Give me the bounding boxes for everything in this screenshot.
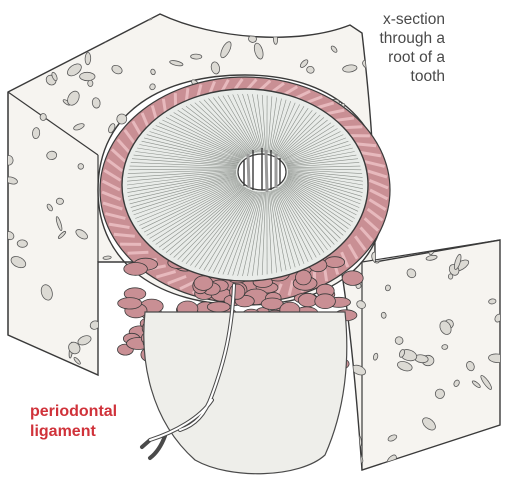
ligament-fiber (128, 252, 149, 253)
bone-pore (121, 321, 129, 327)
bone-pore (470, 82, 478, 87)
bone-pore (494, 216, 503, 233)
bone-pore (499, 19, 505, 24)
bone-pore (54, 17, 65, 28)
bone-pore (39, 33, 59, 50)
bone-pore (427, 229, 444, 240)
bone-pore (20, 22, 34, 41)
bone-pore (442, 344, 448, 349)
bone-pore (118, 395, 125, 400)
bone-pore (489, 204, 508, 219)
bone-pore (381, 312, 387, 319)
ligament-bundle (207, 302, 230, 312)
bone-pore (191, 54, 202, 59)
bone-pore (61, 377, 78, 383)
label-line: ligament (30, 422, 117, 442)
bone-pore (439, 87, 443, 97)
bone-pore (470, 146, 487, 164)
bone-pore (423, 140, 429, 147)
bone-pore (106, 297, 113, 304)
bone-pore (80, 72, 96, 81)
bone-pore (277, 21, 287, 31)
periodontal-ligament-label: periodontal ligament (30, 402, 117, 442)
bone-pore (48, 366, 66, 380)
bone-pore (435, 206, 445, 215)
bone-pore (441, 227, 451, 236)
bone-pore (457, 217, 474, 228)
bone-pore (98, 309, 106, 317)
caption-line: root of a (305, 48, 445, 67)
bone-pore (45, 44, 52, 50)
bone-pore (480, 432, 495, 450)
bone-pore (113, 367, 126, 380)
caption-line: through a (305, 29, 445, 48)
bone-pore (379, 106, 389, 116)
bone-pore (258, 26, 266, 36)
ligament-bundle (325, 257, 345, 268)
bone-pore (47, 31, 59, 43)
ligament-bundle (194, 276, 213, 291)
bone-pore (470, 53, 480, 60)
bone-pore (490, 13, 496, 21)
bone-pore (77, 457, 84, 467)
bone-pore (246, 21, 260, 36)
bone-pore (32, 351, 44, 361)
bone-pore (140, 452, 145, 462)
bone-pore (480, 13, 492, 25)
ligament-bundle (118, 298, 142, 309)
bone-pore (86, 9, 93, 22)
bone-pore (85, 52, 91, 64)
bone-pore (389, 206, 405, 218)
label-line: periodontal (30, 402, 117, 422)
tooth-root (144, 312, 347, 474)
caption-line: x-section (305, 10, 445, 29)
bone-pore (273, 34, 278, 45)
bone-pore (4, 155, 13, 165)
bone-pore (241, 15, 252, 24)
ligament-bundle (124, 263, 148, 276)
bone-pore (10, 69, 21, 80)
bone-pore (67, 14, 71, 29)
bone-pore (476, 159, 485, 170)
bone-pore (339, 438, 346, 447)
ligament-bundle (342, 271, 363, 286)
bone-pore (381, 230, 393, 237)
bone-pore (333, 434, 340, 441)
bone-pore (17, 240, 28, 248)
caption-line: tooth (305, 67, 445, 86)
bone-pore (40, 113, 46, 120)
bone-pore (106, 361, 114, 375)
bone-pore (417, 217, 428, 228)
bone-pore (454, 63, 469, 74)
ligament-fiber (114, 234, 135, 236)
ligament-bundle (315, 294, 336, 309)
bone-pore (440, 210, 446, 215)
bone-pore (28, 362, 34, 374)
bone-pore (444, 170, 452, 176)
ligament-fiber (342, 127, 363, 128)
bone-pore (56, 198, 64, 205)
bone-pore (128, 370, 137, 379)
ligament-bundle (298, 293, 317, 306)
bone-pore (490, 132, 500, 142)
bone-pore (413, 240, 424, 251)
bone-pore (460, 22, 479, 39)
bone-pore (432, 210, 441, 218)
bone-pore (15, 21, 31, 37)
bone-pore (470, 159, 484, 175)
bone-pore (394, 468, 402, 475)
diagram-caption: x-section through a root of a tooth (305, 10, 445, 86)
bone-pore (227, 15, 246, 33)
bone-pore (459, 88, 468, 96)
bone-pore (440, 199, 454, 213)
bone-pore (479, 58, 490, 69)
ligament-fiber (355, 144, 376, 146)
